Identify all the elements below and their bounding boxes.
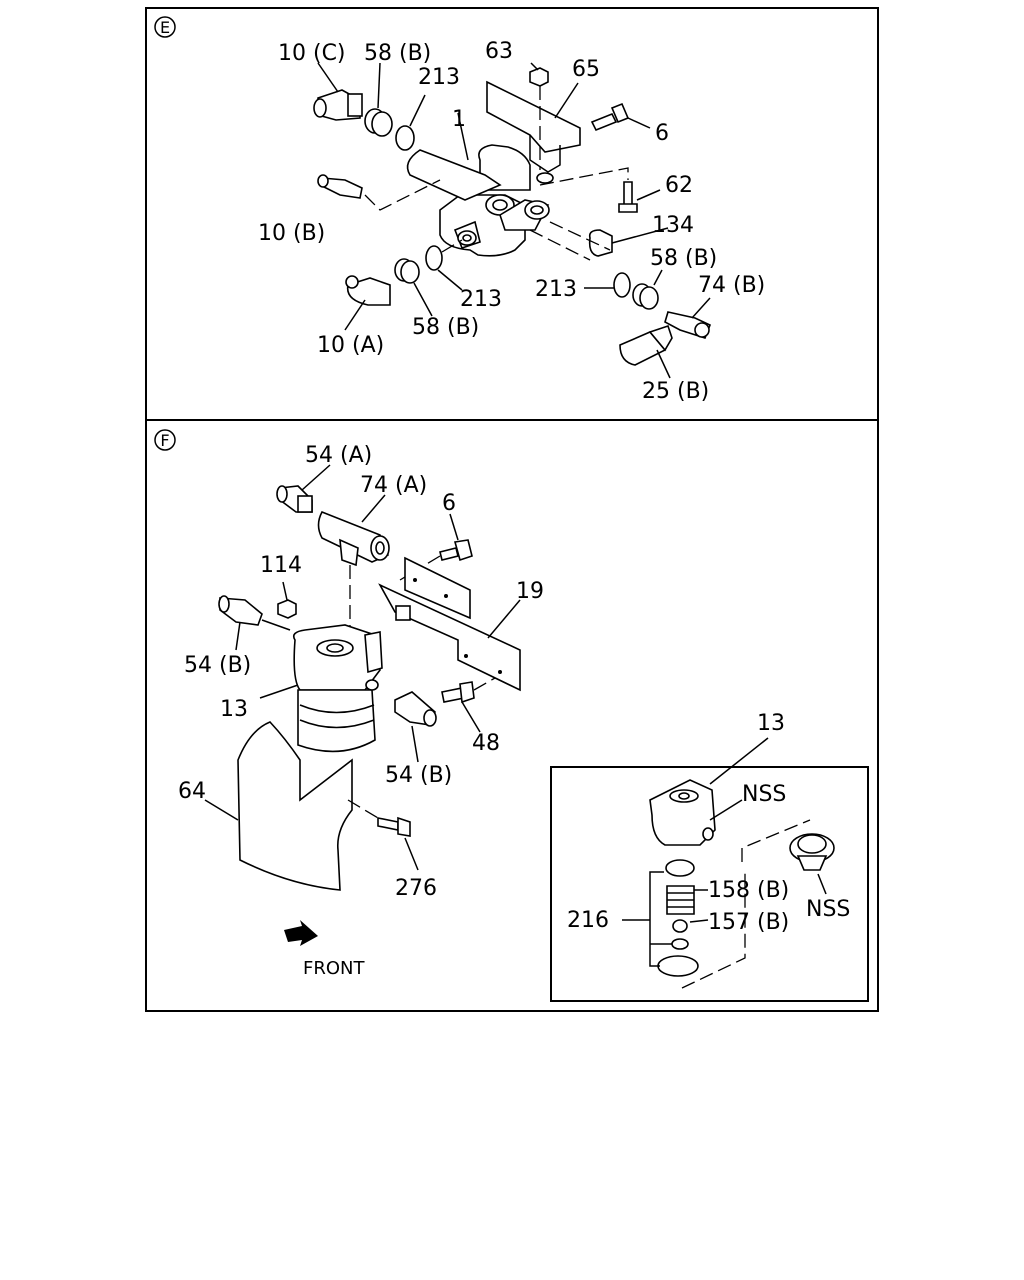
inset-spring-158b [666,885,695,915]
fitting-part-74b [664,311,712,339]
label-1: 1 [452,107,466,132]
label-65: 65 [572,57,600,82]
nut-part-58b-top [364,108,393,137]
outer-frame [145,7,879,1012]
label-158b: 158 (B) [708,878,789,903]
section-e-marker-circle [154,16,176,38]
label-58b-right: 58 (B) [650,246,717,271]
label-25b: 25 (B) [642,379,709,404]
inset-oring-large [657,955,699,977]
oring-part-213-mid [425,245,443,271]
cap-part-134 [588,229,613,257]
inset-ring-157b [672,919,688,933]
bolt-part-276 [377,816,411,837]
bolt-part-6-e [590,102,630,132]
label-54b-left: 54 (B) [184,653,251,678]
label-74b: 74 (B) [698,273,765,298]
label-62: 62 [665,173,693,198]
label-213-top: 213 [418,65,460,90]
fitting-part-54a [276,485,313,513]
bolt-part-48 [441,681,475,704]
nut-part-114 [277,599,297,619]
bolt-part-6-f [439,539,473,562]
section-e: E [154,16,765,404]
label-276: 276 [395,876,437,901]
section-f: F [154,429,869,1002]
label-216: 216 [567,908,609,933]
section-e-marker: E [160,18,170,37]
inset-filter-head [649,779,716,846]
fitting-part-54b-left [218,595,263,626]
fitting-part-54b-bottom [394,691,437,727]
bracket-part-65 [486,80,581,153]
section-f-marker: F [160,431,169,450]
fitting-part-10b [317,174,363,199]
label-10b: 10 (B) [258,221,325,246]
shield-part-64 [237,721,353,891]
section-f-marker-circle [154,429,176,451]
label-157b: 157 (B) [708,910,789,935]
tee-part-74a [317,510,390,567]
nut-part-63 [529,67,549,87]
label-13: 13 [220,697,248,722]
oring-part-213-top [395,125,415,151]
nut-part-58b-right [632,283,659,310]
label-10a: 10 (A) [317,333,384,358]
label-74a: 74 (A) [360,473,427,498]
inset-seal [665,859,695,877]
label-10c: 10 (C) [278,41,346,66]
bolt-part-62 [618,181,638,213]
fitting-part-10c [313,89,363,121]
label-54a: 54 (A) [305,443,372,468]
label-6-f: 6 [442,491,456,516]
front-arrow-icon [284,920,318,946]
bracket-part-19 [378,556,521,692]
oring-part-213-right [613,272,631,298]
label-nss-top: NSS [742,782,786,807]
label-114: 114 [260,553,302,578]
label-6-e: 6 [655,121,669,146]
inset-element-nss [789,833,835,871]
filter-assembly-part-13 [292,624,383,753]
inset-oring-small [671,938,689,950]
label-nss-right: NSS [806,897,850,922]
label-48: 48 [472,731,500,756]
label-54b-bottom: 54 (B) [385,763,452,788]
label-58b-bottom: 58 (B) [412,315,479,340]
sensor-part-25b [619,324,673,366]
label-63: 63 [485,39,513,64]
label-213-mid: 213 [460,287,502,312]
label-213-right: 213 [535,277,577,302]
inset-title: 13 [757,711,785,736]
front-label: FRONT [303,958,365,979]
label-64: 64 [178,779,206,804]
inset-part-13: 13 NSS NSS [550,711,869,1002]
label-19: 19 [516,579,544,604]
label-134: 134 [652,213,694,238]
nut-part-58b-bottom [394,258,420,284]
label-58b-top: 58 (B) [364,41,431,66]
valve-body-part-1 [406,144,550,257]
fitting-part-10a [345,275,391,306]
